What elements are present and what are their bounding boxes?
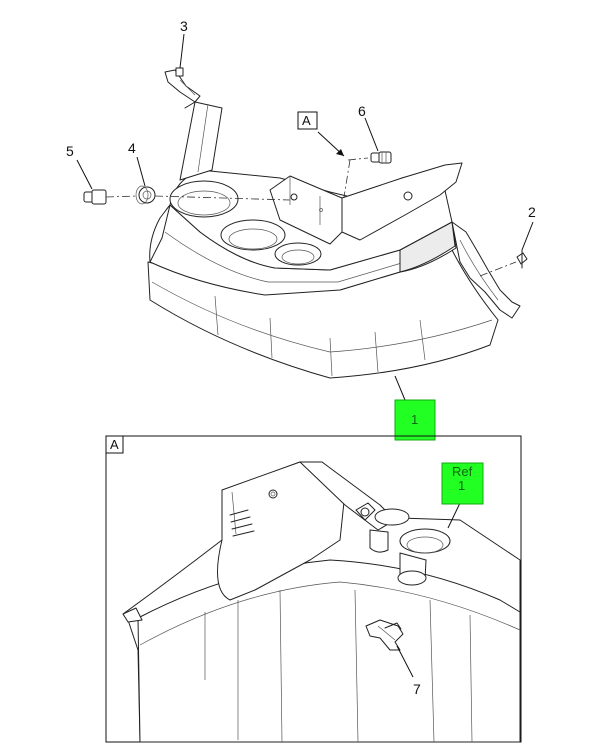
- svg-text:Ref: Ref: [452, 464, 473, 479]
- view-tag-a-detail: A: [110, 437, 119, 452]
- svg-text:A: A: [302, 113, 311, 128]
- svg-text:1: 1: [458, 478, 465, 493]
- view-tag-a-main: A: [297, 111, 318, 130]
- callout-6: 6: [358, 103, 366, 119]
- detail-view-a: A: [105, 435, 522, 743]
- console-assembly: [147, 101, 521, 379]
- callout-4: 4: [128, 140, 136, 156]
- ref-tag-main: 1: [394, 399, 436, 441]
- part-5-bolt: [83, 189, 107, 205]
- part-2-fastener: [516, 249, 528, 269]
- callout-2: 2: [528, 204, 536, 220]
- part-6-bolt: [370, 151, 392, 164]
- part-3-clip: [164, 67, 201, 103]
- callouts-main: 3 6 5 4 2: [66, 18, 536, 401]
- callout-5: 5: [66, 143, 74, 159]
- callout-3: 3: [180, 18, 188, 34]
- alignment-lines: [105, 157, 517, 277]
- svg-text:1: 1: [411, 412, 418, 427]
- callout-7: 7: [413, 681, 421, 697]
- ref-tag-detail: Ref 1: [441, 462, 484, 505]
- part-4-grommet: [135, 185, 156, 205]
- detail-console-underside: [122, 461, 521, 743]
